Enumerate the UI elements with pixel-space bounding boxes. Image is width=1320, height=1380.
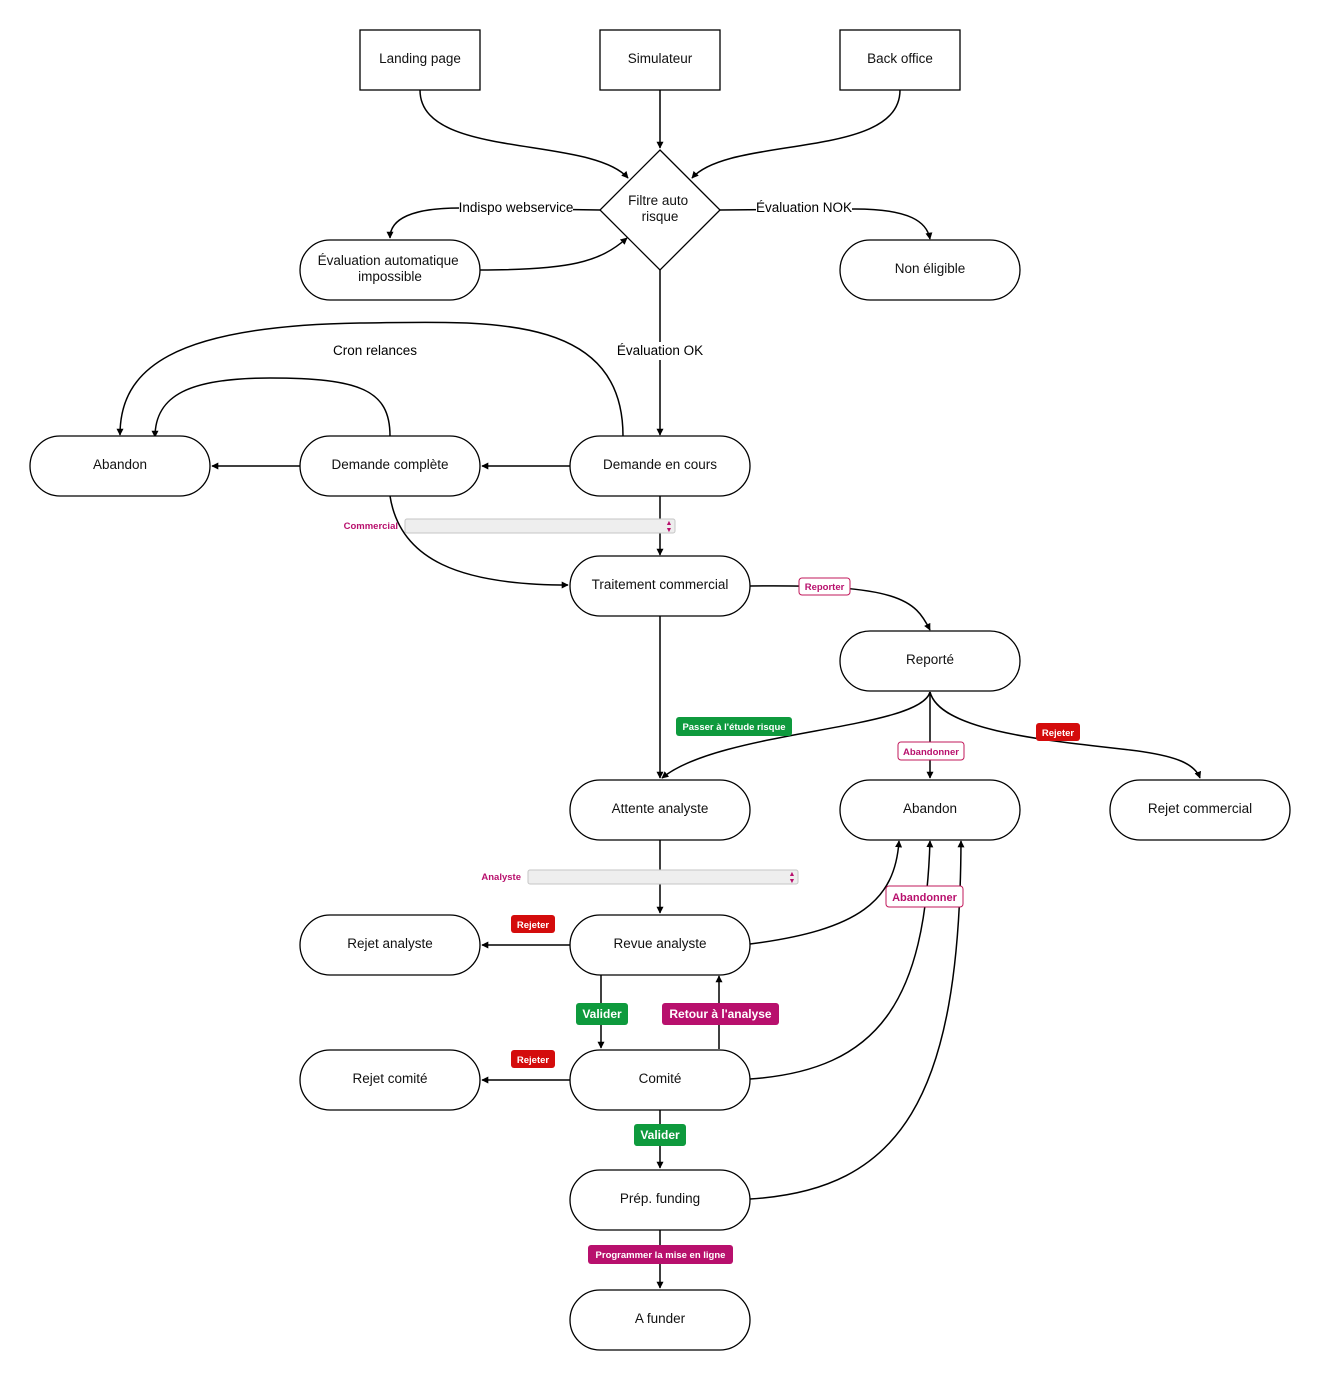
select-commercial-field[interactable]	[404, 518, 676, 534]
abandonner-label: Abandonner	[903, 747, 959, 758]
node-rejet-analyste[interactable]: Rejet analyste	[299, 914, 481, 976]
edge-cron-inner	[151, 377, 391, 438]
node-non-eligible[interactable]: Non éligible	[839, 239, 1021, 301]
label-evaluation-nok: Évaluation NOK	[756, 200, 852, 215]
node-label: Évaluation automatique impossible	[318, 253, 463, 284]
node-label: Rejet comité	[352, 1071, 427, 1086]
node-filtre-auto-risque[interactable]: Filtre auto risque	[599, 149, 721, 271]
node-label: Filtre auto risque	[628, 193, 692, 224]
valider-label: Valider	[582, 1007, 622, 1021]
node-simulateur[interactable]: Simulateur	[599, 29, 721, 91]
edge-reporte-to-attente	[661, 691, 931, 779]
reporter-label: Reporter	[805, 582, 845, 593]
rejeter-label: Rejeter	[1042, 728, 1075, 739]
edge-landing-to-filtre	[419, 89, 629, 179]
node-label-line-2: impossible	[358, 269, 422, 284]
edge-cron-outer	[116, 321, 624, 437]
node-prep-funding[interactable]: Prép. funding	[569, 1169, 751, 1231]
rejeter-commercial-button[interactable]: Rejeter	[1036, 723, 1080, 741]
node-label: Back office	[867, 51, 933, 66]
node-label: Non éligible	[895, 261, 966, 276]
caret-up-icon: ▲	[789, 871, 796, 878]
node-label: Comité	[639, 1071, 682, 1086]
node-attente-analyste[interactable]: Attente analyste	[569, 779, 751, 841]
caret-up-icon: ▲	[666, 520, 673, 527]
passer-etude-risque-label: Passer à l'étude risque	[682, 722, 785, 733]
node-label: Abandon	[93, 457, 147, 472]
label-evaluation-ok: Évaluation OK	[617, 343, 703, 358]
reporter-button[interactable]: Reporter	[798, 577, 851, 596]
retour-analyse-label: Retour à l'analyse	[669, 1007, 772, 1021]
caret-down-icon: ▼	[789, 878, 796, 885]
edge-reporte-to-rejet-commercial	[929, 691, 1201, 779]
programmer-mise-en-ligne-label: Programmer la mise en ligne	[596, 1250, 726, 1261]
node-label: Simulateur	[628, 51, 693, 66]
abandonner-button[interactable]: Abandonner	[885, 885, 964, 908]
edge-filtre-to-non-eligible	[719, 208, 933, 240]
rejeter-analyste-button[interactable]: Rejeter	[511, 915, 555, 933]
label-indispo-webservice: Indispo webservice	[459, 200, 574, 215]
node-label-line-2: risque	[642, 209, 679, 224]
node-a-funder[interactable]: A funder	[569, 1289, 751, 1351]
edge-labels: Indispo webservice Évaluation NOK Évalua…	[333, 199, 852, 360]
node-label: Abandon	[903, 801, 957, 816]
node-label-line-1: Filtre auto	[628, 193, 688, 208]
node-back-office[interactable]: Back office	[839, 29, 961, 91]
node-demande-complete[interactable]: Demande complète	[299, 435, 481, 497]
node-rejet-comite[interactable]: Rejet comité	[299, 1049, 481, 1111]
node-label: A funder	[635, 1311, 686, 1326]
node-rejet-commercial[interactable]: Rejet commercial	[1109, 779, 1291, 841]
nodes: Landing page Simulateur Back office Filt…	[29, 29, 1291, 1351]
valider-label: Valider	[640, 1128, 680, 1142]
node-label-line-1: Évaluation automatique	[318, 253, 459, 268]
abandonner-button[interactable]: Abandonner	[897, 741, 965, 761]
edge-eval-impossible-to-filtre	[479, 237, 628, 271]
node-label: Attente analyste	[612, 801, 709, 816]
select-commercial[interactable]: Commercial ▲ ▼	[344, 518, 676, 534]
node-landing-page[interactable]: Landing page	[359, 29, 481, 91]
node-label: Prép. funding	[620, 1191, 700, 1206]
valider-analyste-button[interactable]: Valider	[576, 1003, 628, 1025]
badges: Reporter Passer à l'étude risque Abandon…	[511, 577, 1080, 1264]
node-demande-en-cours[interactable]: Demande en cours	[569, 435, 751, 497]
node-traitement-commercial[interactable]: Traitement commercial	[569, 555, 751, 617]
node-label: Reporté	[906, 652, 954, 667]
node-label: Rejet commercial	[1148, 801, 1252, 816]
edge-complete-to-traitement	[389, 495, 569, 589]
select-analyste-label: Analyste	[481, 872, 521, 883]
valider-comite-button[interactable]: Valider	[634, 1124, 686, 1146]
node-label: Rejet analyste	[347, 936, 433, 951]
retour-analyse-button[interactable]: Retour à l'analyse	[662, 1003, 779, 1025]
node-label: Revue analyste	[613, 936, 706, 951]
edge-filtre-to-eval-impossible	[386, 207, 601, 239]
node-label: Landing page	[379, 51, 461, 66]
edge-backoffice-to-filtre	[691, 89, 901, 179]
node-comite[interactable]: Comité	[569, 1049, 751, 1111]
select-analyste-field[interactable]	[527, 869, 799, 885]
passer-etude-risque-button[interactable]: Passer à l'étude risque	[676, 717, 792, 736]
edge-revue-to-abandon	[749, 840, 903, 945]
caret-down-icon: ▼	[666, 527, 673, 534]
programmer-mise-en-ligne-button[interactable]: Programmer la mise en ligne	[588, 1245, 733, 1264]
node-evaluation-impossible[interactable]: Évaluation automatique impossible	[299, 239, 481, 301]
node-label: Demande en cours	[603, 457, 717, 472]
node-label: Demande complète	[331, 457, 448, 472]
rejeter-label: Rejeter	[517, 920, 550, 931]
abandonner-label: Abandonner	[892, 892, 957, 904]
node-abandon-left[interactable]: Abandon	[29, 435, 211, 497]
node-revue-analyste[interactable]: Revue analyste	[569, 914, 751, 976]
select-analyste[interactable]: Analyste ▲ ▼	[481, 869, 799, 885]
rejeter-comite-button[interactable]: Rejeter	[511, 1050, 555, 1068]
node-abandon-right[interactable]: Abandon	[839, 779, 1021, 841]
edge-prep-to-abandon	[749, 840, 965, 1200]
select-commercial-label: Commercial	[344, 521, 398, 532]
node-reporte[interactable]: Reporté	[839, 630, 1021, 692]
node-label: Traitement commercial	[592, 577, 729, 592]
label-cron-relances: Cron relances	[333, 343, 417, 358]
rejeter-label: Rejeter	[517, 1055, 550, 1066]
